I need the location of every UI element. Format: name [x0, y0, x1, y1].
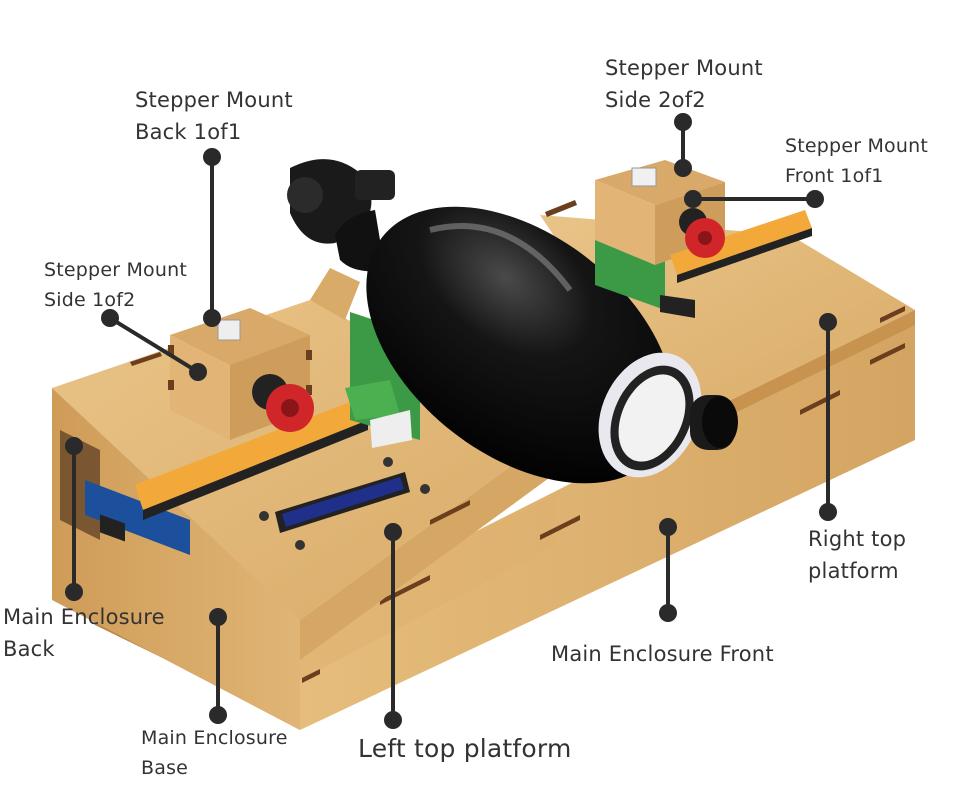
arduino-board	[85, 480, 190, 555]
label-main-enclosure-front: Main Enclosure Front	[551, 642, 774, 666]
label-stepper-mount-side-1: Stepper Mount Side 1of2	[44, 259, 188, 311]
leader-lines	[65, 113, 837, 729]
stepper-mount-left	[168, 308, 312, 440]
label-stepper-mount-back: Stepper Mount Back 1of1	[135, 88, 293, 144]
label-main-enclosure-base: Main Enclosure Base	[141, 727, 288, 779]
lcd-screen	[282, 477, 404, 527]
label-stepper-mount-front: Stepper Mount Front 1of1	[785, 135, 929, 187]
main-enclosure-front	[300, 310, 915, 730]
label-main-enclosure-back: Main Enclosure Back	[3, 605, 165, 661]
main-enclosure-back	[52, 388, 300, 730]
label-right-top-platform: Right top platform	[808, 527, 907, 583]
label-stepper-mount-side-2: Stepper Mount Side 2of2	[605, 56, 763, 112]
rack-right	[660, 210, 812, 318]
label-left-top-platform: Left top platform	[358, 734, 572, 763]
rack-left	[135, 384, 368, 520]
